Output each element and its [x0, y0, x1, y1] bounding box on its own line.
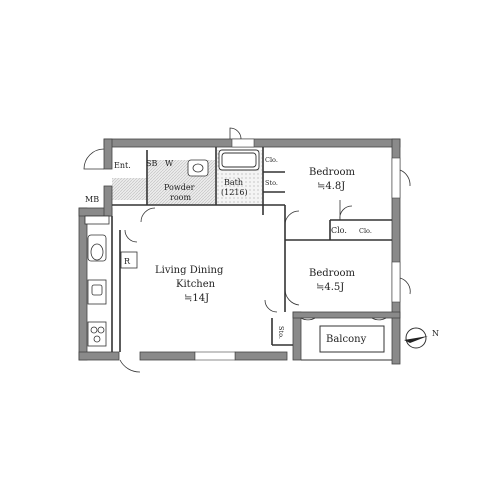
closet-mid-small-label: Clo. — [359, 227, 372, 235]
ldk-label-1: Living Dining — [155, 265, 224, 276]
compass-north-label: N — [432, 329, 439, 338]
meter-box-label: MB — [85, 195, 99, 204]
ldk-size: ≒14J — [184, 293, 209, 304]
powder-room-label-1: Powder — [164, 183, 195, 192]
door-swings — [83, 127, 411, 373]
bath-label-2: (1216) — [221, 188, 248, 197]
powder-room-label-2: room — [170, 193, 191, 202]
closet-top-label: Clo. — [265, 156, 278, 164]
entrance-label: Ent. — [114, 161, 131, 170]
storage-ldk-label: Sto. — [277, 326, 285, 339]
storage-bath-label: Sto. — [265, 179, 278, 187]
bedroom1-size: ≒4.8J — [317, 181, 345, 192]
bedroom2-size: ≒4.5J — [316, 282, 344, 293]
bath-tub — [218, 149, 260, 171]
fixtures — [84, 159, 209, 347]
room-labels: Ent. SB W Powder room Bath (1216) Clo. S… — [85, 156, 372, 345]
compass-icon: N — [404, 327, 439, 349]
closet-mid-label: Clo. — [331, 226, 347, 235]
bath-label-1: Bath — [224, 178, 243, 187]
balcony-label: Balcony — [326, 334, 367, 345]
bedroom2-name: Bedroom — [309, 268, 355, 279]
balcony-area — [301, 325, 392, 361]
shoe-box-label: SB — [146, 159, 157, 168]
refrigerator-label: R — [124, 257, 131, 266]
ldk-label-2: Kitchen — [176, 279, 216, 290]
wall-openings — [194, 138, 401, 361]
bedroom1-name: Bedroom — [309, 167, 355, 178]
washer-label: W — [165, 159, 174, 168]
